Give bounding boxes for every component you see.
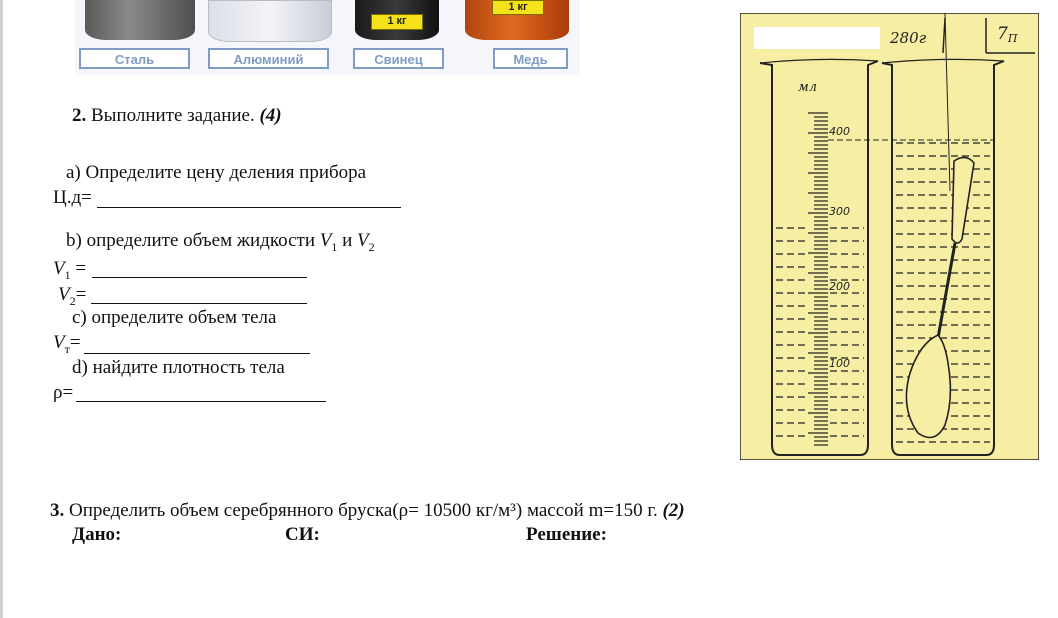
mass-label: 280г: [889, 29, 927, 47]
tick-label-300: 300: [829, 205, 850, 218]
tick-label-200: 200: [829, 280, 850, 293]
figure-blank-patch: [754, 27, 880, 49]
vt-field-symbol: V: [53, 332, 65, 353]
task2-heading: 2. Выполните задание. (4): [72, 105, 282, 127]
v1-field-eq: =: [70, 258, 87, 279]
v2-field-sub: 2: [69, 293, 76, 308]
v1-field-sub: 1: [64, 267, 71, 282]
materials-strip: 1 кг 1 кг Сталь Алюминий Свинец Медь: [75, 0, 580, 75]
v2-sub: 2: [368, 239, 375, 254]
steel-cylinder: [85, 0, 195, 40]
spoon-handle-top: [951, 156, 975, 244]
left-cylinder-outline: [759, 60, 879, 456]
task2-d: d) найдите плотность тела: [72, 357, 285, 378]
unit-label: мл: [798, 80, 817, 95]
and-text: и: [337, 230, 358, 251]
lead-weight-tag: 1 кг: [371, 14, 423, 30]
task2-b-text: b) определите объем жидкости: [66, 230, 320, 251]
v1-field-symbol: V: [53, 258, 65, 279]
task2-points: (4): [259, 105, 282, 126]
v1-sub: 1: [331, 239, 338, 254]
v1-symbol: V: [319, 230, 332, 251]
given-label: Дано:: [72, 524, 122, 545]
task3-body: Определить объем серебрянного бруска(ρ= …: [64, 500, 663, 521]
thread: [944, 13, 951, 192]
task3-number: 3.: [50, 500, 65, 521]
solution-label: Решение:: [526, 524, 607, 545]
label-lead: Свинец: [353, 48, 444, 69]
task2-c: c) определите объем тела: [72, 307, 277, 328]
density-answer-line[interactable]: [76, 401, 326, 402]
label-aluminum: Алюминий: [208, 48, 329, 69]
figure-background: [740, 13, 1039, 460]
aluminum-cylinder: [208, 0, 332, 42]
right-cylinder-rim: [881, 58, 1005, 64]
division-value-answer-line[interactable]: [97, 207, 401, 208]
vt-field-label: Vт=: [53, 332, 81, 360]
label-copper: Медь: [493, 48, 568, 69]
v1-answer-line[interactable]: [92, 277, 307, 278]
tick-label-400: 400: [829, 125, 850, 138]
label-steel: Сталь: [79, 48, 190, 69]
task2-title: Выполните задание.: [86, 105, 260, 126]
v2-field-label: V2=: [58, 284, 86, 312]
vt-field-sub: т: [64, 341, 70, 356]
vt-answer-line[interactable]: [84, 353, 310, 354]
measuring-cylinders-figure: 280г 7П мл 400 300 200 100: [740, 13, 1039, 460]
v2-field-symbol: V: [58, 284, 70, 305]
task2-number: 2.: [72, 105, 87, 126]
task3-text: 3. Определить объем серебрянного бруска(…: [50, 500, 685, 522]
left-cylinder: [759, 58, 879, 456]
left-cylinder-rim: [759, 58, 879, 64]
division-value-label: Ц.д=: [53, 187, 92, 208]
figure-number-main: 7: [997, 24, 1008, 44]
v2-field-eq: =: [75, 284, 87, 305]
task2-a: a) Определите цену деления прибора: [66, 162, 367, 183]
copper-weight-tag: 1 кг: [492, 0, 544, 15]
task2-b: b) определите объем жидкости V1 и V2: [66, 230, 375, 258]
liquid-levels: [776, 142, 990, 443]
density-field-label: ρ=: [53, 382, 74, 403]
figure-number: 7П: [997, 24, 1018, 45]
volume-scale: [808, 112, 828, 446]
right-cylinder-outline: [881, 60, 1005, 456]
vt-field-eq: =: [69, 332, 81, 353]
v2-answer-line[interactable]: [91, 303, 307, 304]
right-cylinder: [881, 58, 1005, 456]
figure-number-sub: П: [1007, 32, 1018, 45]
si-label: СИ:: [285, 524, 320, 545]
task3-points: (2): [662, 500, 685, 521]
spoon: [905, 13, 975, 439]
tick-label-100: 100: [829, 357, 850, 370]
page-left-border: [0, 0, 3, 618]
v1-field-label: V1 =: [53, 258, 86, 286]
spoon-bowl: [905, 334, 952, 439]
spoon-handle: [936, 242, 957, 339]
v2-symbol: V: [357, 230, 369, 251]
